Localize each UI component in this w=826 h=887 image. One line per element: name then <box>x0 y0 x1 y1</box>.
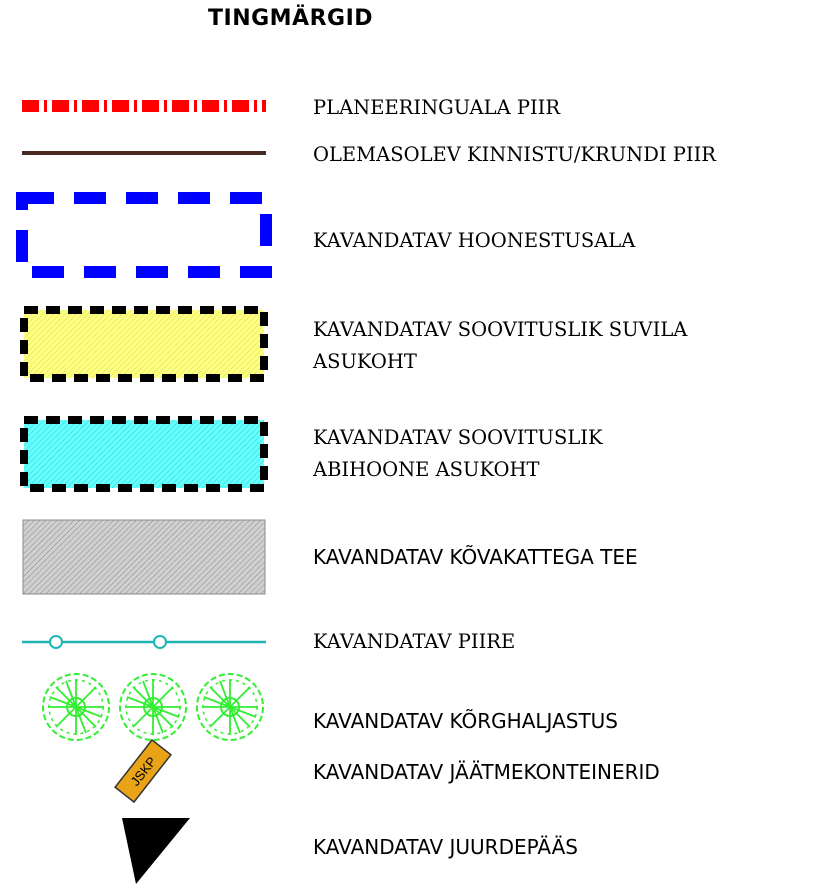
legend-label-kinnistu: OLEMASOLEV KINNISTU/KRUNDI PIIR <box>313 143 716 166</box>
legend-label-jaatmed: KAVANDATAV JÄÄTMEKONTEINERID <box>313 760 660 784</box>
legend-label-suvila-line2: ASUKOHT <box>313 350 417 373</box>
legend-label-piire: KAVANDATAV PIIRE <box>313 630 516 653</box>
suvila-symbol <box>20 306 268 382</box>
legend-label-planeeringuala: PLANEERINGUALA PIIR <box>313 96 561 119</box>
juurdepaas-symbol <box>122 818 190 884</box>
korghaljastus-symbol <box>42 673 264 741</box>
legend-label-korghaljastus: KAVANDATAV KÕRGHALJASTUS <box>313 709 618 733</box>
legend-label-abihoone-line1: KAVANDATAV SOOVITUSLIK <box>313 426 603 449</box>
jaatmed-symbol: JSKP <box>114 738 172 804</box>
legend-label-suvila-line1: KAVANDATAV SOOVITUSLIK SUVILA <box>313 318 688 341</box>
legend-title: TINGMÄRGID <box>208 6 374 31</box>
legend-label-abihoone-line2: ABIHOONE ASUKOHT <box>313 458 540 481</box>
hoonestusala-symbol <box>16 192 272 278</box>
tee-symbol <box>22 519 266 595</box>
legend-label-tee: KAVANDATAV KÕVAKATTEGA TEE <box>313 545 638 569</box>
abihoone-symbol <box>20 416 268 492</box>
legend-label-hoonestusala: KAVANDATAV HOONESTUSALA <box>313 229 636 252</box>
legend-label-juurdepaas: KAVANDATAV JUURDEPÄÄS <box>313 835 578 859</box>
piire-symbol <box>22 635 266 649</box>
